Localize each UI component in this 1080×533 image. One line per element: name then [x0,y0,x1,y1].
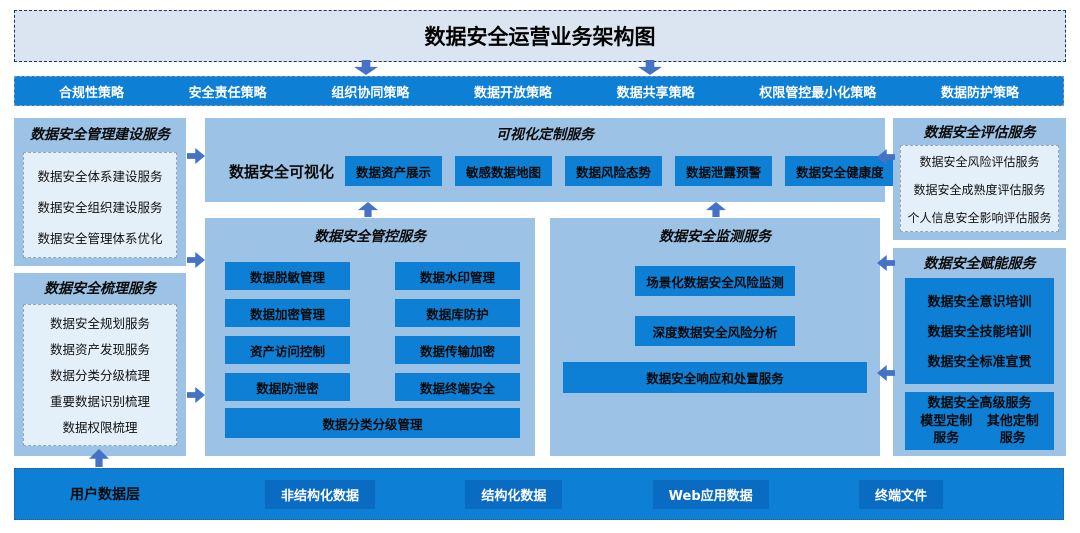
assessment-items-box: 数据安全风险评估服务数据安全成熟度评估服务个人信息安全影响评估服务 [900,145,1059,232]
monitoring-chip: 深度数据安全风险分析 [635,316,795,346]
enablement-items-box: 数据安全意识培训数据安全技能培训数据安全标准宣贯 [905,278,1054,384]
policy-strategy-bar: 合规性策略 安全责任策略 组织协同策略 数据开放策略 数据共享策略 权限管控最小化策略 数据… [14,76,1064,106]
arrow-right-icon [187,148,205,164]
control-left-column: 数据脱敏管理数据加密管理资产访问控制数据防泄密 [225,262,350,401]
advanced-services-row: 模型定制服务其他定制服务 [905,413,1054,447]
control-chip: 数据水印管理 [395,262,520,290]
panel-title: 可视化定制服务 [496,127,594,143]
advanced-services-box: 数据安全高级服务 模型定制服务其他定制服务 [905,392,1054,450]
panel-assessment-services: 数据安全评估服务 数据安全风险评估服务数据安全成熟度评估服务个人信息安全影响评估… [893,118,1066,240]
list-item: 数据安全规划服务 [49,316,150,331]
policy-item: 数据开放策略 [473,85,552,101]
arrow-right-icon [187,252,205,268]
arrow-right-icon [187,387,205,403]
data-source-chip: 终端文件 [858,479,943,509]
data-source-chip: Web应用数据 [652,479,769,509]
control-chip: 数据加密管理 [225,299,350,327]
list-item: 其他定制服务 [986,414,1039,446]
combing-items-box: 数据安全规划服务数据资产发现服务数据分类分级梳理重要数据识别梳理数据权限梳理 [23,304,177,446]
data-source-chip: 结构化数据 [465,479,563,509]
management-items-box: 数据安全体系建设服务数据安全组织建设服务数据安全管理体系优化 [23,152,177,258]
arrow-up-icon [358,202,378,217]
list-item: 数据分类分级梳理 [49,368,150,383]
panel-control-services: 数据安全管控服务 数据脱敏管理数据加密管理资产访问控制数据防泄密 数据水印管理数… [205,218,535,456]
control-wide-chip: 数据分类分级管理 [225,408,520,438]
page-title: 数据安全运营业务架构图 [424,24,656,49]
visualization-chip: 数据资产展示 [345,156,443,186]
list-item: 数据安全管理体系优化 [37,231,163,246]
list-item: 数据安全成熟度评估服务 [913,183,1046,197]
control-chip: 数据防泄密 [225,373,350,401]
arrow-up-icon [706,202,726,217]
visualization-chip: 数据风险态势 [565,156,663,186]
control-chip: 数据终端安全 [395,373,520,401]
list-item: 数据安全技能培训 [927,325,1032,340]
monitoring-wide-chip: 数据安全响应和处置服务 [563,362,867,393]
advanced-services-title: 数据安全高级服务 [927,396,1032,411]
policy-item: 安全责任策略 [188,85,267,101]
monitoring-button-column: 场景化数据安全风险监测深度数据安全风险分析 [635,266,795,346]
control-chip: 数据库防护 [395,299,520,327]
diagram-title-box: 数据安全运营业务架构图 [14,10,1066,62]
list-item: 重要数据识别梳理 [49,394,150,409]
list-item: 数据安全组织建设服务 [37,200,163,215]
panel-management-services: 数据安全管理建设服务 数据安全体系建设服务数据安全组织建设服务数据安全管理体系优… [14,118,186,266]
control-chip: 数据传输加密 [395,336,520,364]
list-item: 数据安全标准宣贯 [927,355,1032,370]
list-item: 数据安全意识培训 [927,295,1032,310]
user-data-layer-bar: 用户数据层 非结构化数据 结构化数据 Web应用数据 终端文件 [14,468,1064,520]
list-item: 数据资产发现服务 [49,342,150,357]
visualization-chip: 敏感数据地图 [455,156,553,186]
panel-monitoring-services: 数据安全监测服务 场景化数据安全风险监测深度数据安全风险分析 数据安全响应和处置… [550,218,880,456]
control-right-column: 数据水印管理数据库防护数据传输加密数据终端安全 [395,262,520,401]
policy-item: 数据共享策略 [616,85,695,101]
list-item: 个人信息安全影响评估服务 [907,211,1052,225]
panel-title: 数据安全管控服务 [314,229,426,245]
control-chip: 资产访问控制 [225,336,350,364]
panel-combing-services: 数据安全梳理服务 数据安全规划服务数据资产发现服务数据分类分级梳理重要数据识别梳… [14,273,186,456]
visualization-chip: 数据泄露预警 [675,156,773,186]
arrow-down-icon [354,60,378,75]
user-data-layer-label: 用户数据层 [70,487,140,503]
list-item: 数据权限梳理 [62,420,138,435]
data-source-chip-row: 非结构化数据 结构化数据 Web应用数据 终端文件 [265,469,943,519]
policy-item: 数据防护策略 [940,85,1019,101]
panel-enablement-services: 数据安全赋能服务 数据安全意识培训数据安全技能培训数据安全标准宣贯 数据安全高级… [893,248,1066,456]
panel-title: 数据安全管理建设服务 [30,127,170,143]
list-item: 模型定制服务 [920,414,973,446]
control-chip: 数据脱敏管理 [225,262,350,290]
panel-visualization-services: 可视化定制服务 数据安全可视化 数据资产展示敏感数据地图数据风险态势数据泄露预警… [205,118,895,202]
panel-title: 数据安全赋能服务 [923,256,1036,272]
policy-item: 权限管控最小化策略 [759,85,877,101]
panel-title: 数据安全梳理服务 [44,281,156,297]
data-source-chip: 非结构化数据 [265,479,376,509]
monitoring-chip: 场景化数据安全风险监测 [635,266,795,296]
visualization-button-row: 数据资产展示敏感数据地图数据风险态势数据泄露预警数据安全健康度 [345,156,895,186]
policy-item: 合规性策略 [59,85,125,101]
arrow-down-icon [638,60,662,75]
list-item: 数据安全体系建设服务 [37,169,163,184]
panel-title: 数据安全监测服务 [659,229,771,245]
visualization-chip: 数据安全健康度 [785,156,895,186]
policy-item: 组织协同策略 [331,85,410,101]
list-item: 数据安全风险评估服务 [919,155,1040,169]
visualization-label: 数据安全可视化 [229,162,335,181]
panel-title: 数据安全评估服务 [923,125,1036,141]
